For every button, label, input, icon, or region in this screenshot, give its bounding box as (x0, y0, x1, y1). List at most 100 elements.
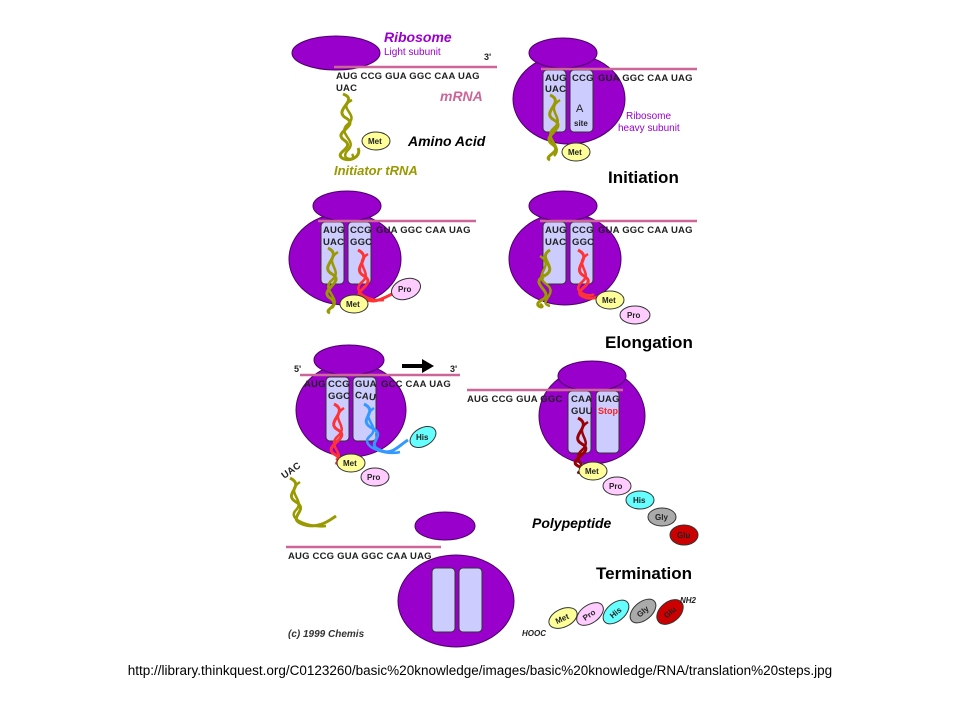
p-site-empty (431, 567, 456, 633)
pro-bead (619, 305, 651, 325)
trna-pro-b (332, 406, 345, 462)
panel-translocation: 5' 3' AUG CCG GUA GCC CAA UAG GGC CAU Me… (280, 344, 460, 528)
initiation-title: Initiation (608, 168, 679, 187)
a-site-empty (458, 567, 483, 633)
a-site (352, 376, 377, 442)
three-prime-label: 3' (450, 364, 457, 374)
trna-met-b (327, 250, 339, 309)
ribosome-light (313, 344, 385, 376)
ribosome-heavy-label-2: heavy subunit (618, 123, 680, 134)
met-bead (595, 290, 625, 310)
panel-elongation-a: AUG CCG GUA GGC CAA UAG UAC GGC Met Pro (288, 190, 476, 315)
trna-met-b (539, 254, 552, 308)
codon-ccg: CCG (572, 225, 594, 236)
anticodon-uac: UAC (336, 83, 357, 94)
gly-label: Gly (655, 513, 668, 522)
met-label: Met (368, 137, 382, 146)
mrna-rest: GUA GGC CAA UAG (598, 225, 693, 236)
trna-his-b (366, 406, 401, 455)
ribosome-light-released (414, 511, 476, 541)
gly-bead (647, 507, 677, 527)
polypeptide-label: Polypeptide (532, 515, 612, 531)
initiator-trna-b (549, 98, 561, 157)
his-bead-chain (602, 599, 630, 625)
met-bead (361, 131, 391, 151)
met-bead (561, 142, 591, 162)
ribosome-light (528, 190, 598, 222)
pro-bead (390, 277, 422, 301)
met-label: Met (343, 459, 357, 468)
a-site-letter: A (576, 103, 584, 115)
stop-label: Stop (598, 406, 618, 416)
met-label: Met (602, 296, 616, 305)
codon-aug: AUG (545, 225, 567, 236)
mrna-sequence-left: AUG CCG GUA GGC (467, 394, 563, 405)
anticodon-uac: UAC (545, 237, 566, 248)
met-label: Met (568, 148, 582, 157)
anticodon-uac: UAC (545, 84, 566, 95)
amino-acid-label: Amino Acid (407, 133, 486, 149)
codon-caa: CAA (571, 394, 592, 405)
his-label: His (633, 496, 646, 505)
ribosome-light (312, 190, 382, 222)
codon-aug: AUG (545, 73, 567, 84)
ribosome-light-subunit (291, 35, 381, 71)
codon-ccg: CCG (350, 225, 372, 236)
source-url: http://library.thinkquest.org/C0123260/b… (127, 663, 833, 678)
trna-pro-b (577, 252, 595, 297)
codon-ccg: CCG (572, 73, 594, 84)
his-bead (409, 426, 437, 448)
his-bead (625, 490, 655, 510)
panel-components: Ribosome Light subunit 3' AUG CCG GUA GG… (291, 29, 497, 178)
ribosome-title: Ribosome (384, 29, 452, 45)
a-site-word: site (574, 119, 588, 128)
codon-aug: AUG (304, 379, 326, 390)
pro-label: Pro (367, 473, 380, 482)
initiator-trna-b (343, 98, 355, 161)
three-prime-label: 3' (484, 52, 491, 62)
gly-bead-chain (629, 598, 657, 624)
mrna-rest: GUA GGC CAA UAG (598, 73, 693, 84)
codon-ccg: CCG (328, 379, 350, 390)
his-label: His (416, 433, 429, 442)
panel-stop-codon: AUG CCG GUA GGC CAA UAG GUU Stop Met Pro… (467, 360, 699, 546)
pro-label: Pro (609, 482, 622, 491)
direction-arrow (402, 359, 434, 373)
initiator-trna-label: Initiator tRNA (334, 163, 418, 178)
anticodon-ggc: GGC (328, 391, 350, 402)
pro-bead (360, 467, 390, 487)
ribosome-light (528, 37, 598, 69)
pro-label: Pro (398, 285, 411, 294)
ribosome-heavy-label-1: Ribosome (626, 111, 671, 122)
met-bead (339, 294, 369, 314)
ribosome-heavy-released (397, 554, 515, 648)
five-prime-label: 5' (294, 364, 301, 374)
codon-uag: UAG (598, 394, 620, 405)
codon-gua: GUA (355, 379, 377, 390)
anticodon-uac: UAC (323, 237, 344, 248)
ribosome-heavy (295, 362, 407, 458)
met-label: Met (346, 300, 360, 309)
trna-pro-b (357, 252, 385, 302)
panel-initiation: AUG CCG GUA GGC CAA UAG UAC A site Met R… (512, 37, 697, 187)
ribosome-light (557, 360, 627, 392)
met-label: Met (585, 467, 599, 476)
panel-elongation-b: AUG CCG GUA GGC CAA UAG UAC GGC Met Pro … (508, 190, 697, 352)
nh2-label: NH2 (680, 596, 697, 605)
released-trna-b (292, 480, 327, 528)
termination-title: Termination (596, 564, 692, 583)
panel-termination: AUG CCG GUA GGC CAA UAG Termination (c) … (286, 511, 697, 648)
mrna-sequence: AUG CCG GUA GGC CAA UAG (336, 71, 480, 82)
glu-bead-chain (656, 599, 684, 625)
copyright: (c) 1999 Chemis (288, 629, 365, 640)
mrna-label: mRNA (440, 88, 483, 104)
elongation-title: Elongation (605, 333, 693, 352)
trna-met (536, 248, 552, 309)
glu-label: Glu (677, 531, 690, 540)
light-subunit-label: Light subunit (384, 47, 441, 58)
pro-bead-chain (576, 602, 604, 626)
mrna-sequence-released: AUG CCG GUA GGC CAA UAG (288, 551, 432, 562)
anticodon-ggc: GGC (572, 237, 594, 248)
pro-bead (602, 476, 632, 496)
